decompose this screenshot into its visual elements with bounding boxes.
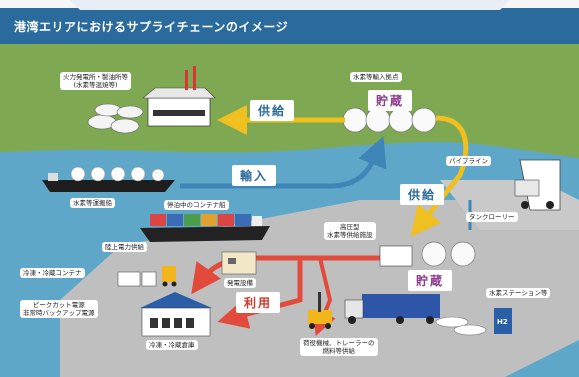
label-import-base: 水素等輸入拠点	[350, 72, 402, 82]
import-arrow	[180, 136, 387, 189]
container-ship	[140, 214, 270, 242]
trailer-truck	[344, 294, 440, 324]
flow-label-import: 輸入	[232, 165, 277, 186]
label-container-ship: 停泊中のコンテナ船	[164, 200, 229, 210]
power-plant	[87, 66, 216, 134]
label-peak-cut-line2: 非常時バックアップ電源	[23, 309, 95, 317]
flow-label-use: 利用	[236, 292, 281, 313]
label-pipeline: パイプライン	[446, 156, 491, 166]
flow-label-supply-mid: 供給	[400, 184, 445, 205]
title-bar	[0, 8, 579, 44]
label-generator: 発電設備	[224, 278, 256, 288]
flow-label-supply-top: 供給	[250, 100, 295, 121]
h2-badge: H2	[497, 318, 508, 326]
label-hydrogen-station: 水素ステーション等	[486, 288, 551, 298]
reefer-containers	[117, 266, 177, 287]
label-power-plant: 火力発電所・製油所等 (水素等混焼等)	[60, 72, 131, 90]
label-peak-cut: ピークカット電源 非常時バックアップ電源	[20, 300, 98, 318]
label-power-plant-line1: 火力発電所・製油所等	[63, 73, 128, 81]
title-tab	[70, 0, 510, 10]
generator	[221, 251, 257, 275]
yard-supply-facility	[379, 241, 476, 267]
label-yard-facility-line2: 水素等供給施設	[327, 231, 373, 239]
flow-label-storage-top: 貯蔵	[368, 90, 413, 111]
diagram-title: 港湾エリアにおけるサプライチェーンのイメージ	[14, 20, 289, 34]
label-carrier-ship: 水素等運搬船	[70, 198, 115, 208]
label-reefer-container: 冷凍・冷蔵コンテナ	[20, 268, 85, 278]
label-tank-lorry: タンクローリー	[466, 212, 518, 222]
carrier-ship	[42, 166, 175, 192]
label-cargo-machines-line2: 燃料等供給	[322, 347, 356, 355]
supply-arrow-mid	[410, 115, 469, 237]
label-yard-facility-line1: 高圧型	[340, 223, 360, 231]
label-warehouse: 冷凍・冷蔵倉庫	[146, 340, 198, 350]
label-yard-facility: 高圧型 水素等供給施設	[324, 222, 376, 240]
cargo-forklift	[308, 292, 332, 329]
hydrogen-station	[435, 308, 512, 336]
label-cargo-machines-line1: 荷役機械、トレーラーの	[303, 339, 375, 347]
label-cargo-machines: 荷役機械、トレーラーの 燃料等供給	[300, 338, 378, 356]
tank-lorry	[514, 159, 561, 211]
label-peak-cut-line1: ピークカット電源	[32, 301, 85, 309]
label-power-plant-line2: (水素等混焼等)	[73, 81, 118, 89]
label-onshore-power: 陸上電力供給	[102, 242, 147, 252]
cold-warehouse	[140, 292, 212, 337]
flow-label-storage-bottom: 貯蔵	[408, 270, 453, 291]
import-base-tanks	[342, 107, 437, 133]
